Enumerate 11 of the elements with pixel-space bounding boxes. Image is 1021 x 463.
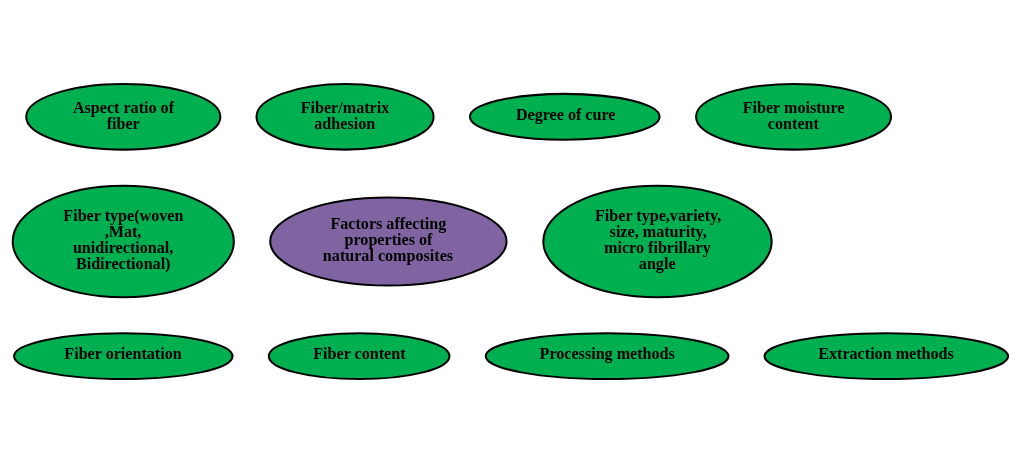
node-ellipse: Degree of cure (468, 92, 661, 141)
node-ellipse: Fiber content (267, 332, 451, 381)
node-ellipse: Fiber type,variety, size, maturity, micro fibrillary angle (542, 184, 773, 299)
node-ellipse: Fiber type(woven ,Mat, unidirectional, Bidirectional) (11, 184, 235, 299)
node-ellipse: Factors affecting properties of natural composites (269, 196, 508, 287)
node-ellipse: Processing methods (484, 332, 730, 381)
node-ellipse: Aspect ratio of fiber (25, 83, 222, 151)
node-ellipse: Fiber orientation (13, 332, 234, 381)
node-ellipse: Extraction methods (763, 332, 1010, 381)
node-ellipse: Fiber/matrix adhesion (255, 83, 435, 151)
node-ellipse: Fiber moisture content (695, 83, 893, 151)
